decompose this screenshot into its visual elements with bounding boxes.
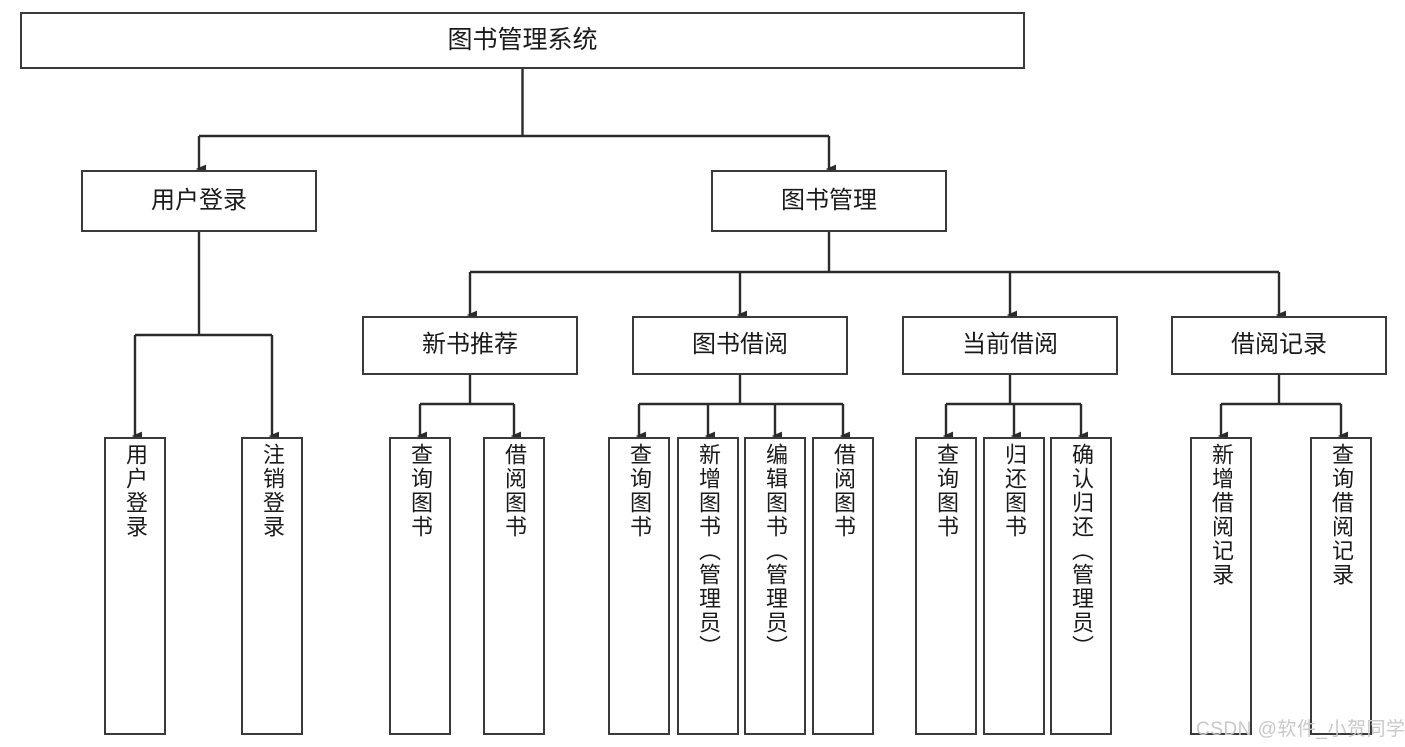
node-leaf-query-book-3[interactable]: 查询图书 bbox=[915, 437, 977, 735]
node-leaf-edit-book-label: 编辑图书（管理员） bbox=[763, 443, 788, 659]
node-user-login[interactable]: 用户登录 bbox=[81, 170, 317, 232]
node-user-login-label: 用户登录 bbox=[151, 186, 247, 214]
node-leaf-add-book[interactable]: 新增图书（管理员） bbox=[677, 437, 739, 735]
node-leaf-add-record[interactable]: 新增借阅记录 bbox=[1190, 437, 1252, 735]
node-book-borrow[interactable]: 图书借阅 bbox=[632, 316, 848, 375]
node-borrow-record[interactable]: 借阅记录 bbox=[1171, 316, 1387, 375]
node-leaf-add-record-label: 新增借阅记录 bbox=[1209, 443, 1234, 587]
node-leaf-confirm-return[interactable]: 确认归还（管理员） bbox=[1050, 437, 1112, 735]
node-leaf-confirm-return-label: 确认归还（管理员） bbox=[1069, 443, 1094, 659]
node-leaf-borrow-book-1[interactable]: 借阅图书 bbox=[483, 437, 545, 735]
node-leaf-user-login[interactable]: 用户登录 bbox=[104, 437, 166, 735]
node-leaf-query-book-3-label: 查询图书 bbox=[934, 443, 959, 539]
node-current-borrow-label: 当前借阅 bbox=[962, 331, 1058, 359]
node-leaf-query-record[interactable]: 查询借阅记录 bbox=[1310, 437, 1372, 735]
node-leaf-query-book-2[interactable]: 查询图书 bbox=[608, 437, 670, 735]
node-book-borrow-label: 图书借阅 bbox=[692, 331, 788, 359]
node-new-book-rec[interactable]: 新书推荐 bbox=[362, 316, 578, 375]
node-leaf-logout[interactable]: 注销登录 bbox=[241, 437, 303, 735]
node-book-manage-label: 图书管理 bbox=[781, 186, 877, 214]
node-root-system-label: 图书管理系统 bbox=[447, 25, 598, 54]
watermark-text: CSDN @软件_小贺同学 bbox=[1196, 719, 1405, 740]
node-leaf-logout-label: 注销登录 bbox=[260, 443, 285, 539]
node-leaf-query-book-1-label: 查询图书 bbox=[408, 443, 433, 539]
node-leaf-user-login-label: 用户登录 bbox=[123, 443, 148, 539]
node-leaf-query-book-1[interactable]: 查询图书 bbox=[389, 437, 451, 735]
node-book-manage[interactable]: 图书管理 bbox=[711, 170, 947, 232]
node-borrow-record-label: 借阅记录 bbox=[1231, 331, 1327, 359]
node-leaf-query-book-2-label: 查询图书 bbox=[627, 443, 652, 539]
node-current-borrow[interactable]: 当前借阅 bbox=[902, 316, 1118, 375]
node-leaf-borrow-book-2-label: 借阅图书 bbox=[831, 443, 856, 539]
node-leaf-borrow-book-2[interactable]: 借阅图书 bbox=[812, 437, 874, 735]
node-new-book-rec-label: 新书推荐 bbox=[422, 331, 518, 359]
node-leaf-add-book-label: 新增图书（管理员） bbox=[696, 443, 721, 659]
node-leaf-return-book[interactable]: 归还图书 bbox=[983, 437, 1045, 735]
node-leaf-query-record-label: 查询借阅记录 bbox=[1329, 443, 1354, 587]
node-leaf-borrow-book-1-label: 借阅图书 bbox=[502, 443, 527, 539]
node-leaf-return-book-label: 归还图书 bbox=[1002, 443, 1027, 539]
connector-group bbox=[135, 69, 1341, 436]
node-root-system[interactable]: 图书管理系统 bbox=[20, 12, 1025, 69]
node-leaf-edit-book[interactable]: 编辑图书（管理员） bbox=[744, 437, 806, 735]
